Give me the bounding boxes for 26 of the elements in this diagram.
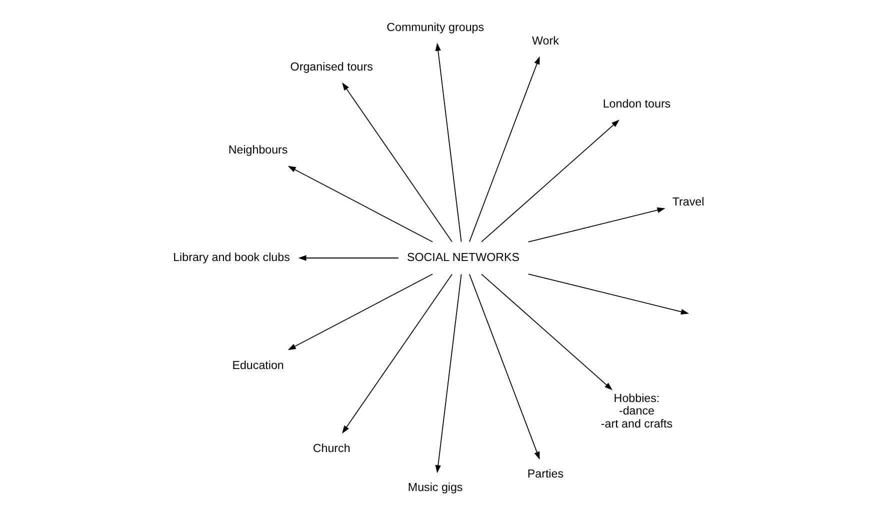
arrow	[469, 56, 540, 242]
arrow	[288, 166, 433, 242]
arrow	[469, 274, 540, 460]
arrow	[288, 274, 433, 350]
node-text: Church	[312, 442, 350, 455]
node-text: Organised tours	[290, 60, 373, 74]
arrow	[481, 274, 613, 390]
node-text: Music gigs	[408, 481, 463, 494]
node-text: Hobbies: -dance -art and crafts	[600, 392, 673, 430]
node-text: Travel	[672, 196, 704, 209]
arrow	[435, 274, 462, 474]
arrow	[528, 274, 689, 314]
node-text: London tours	[602, 97, 671, 110]
arrow	[342, 82, 452, 242]
node-text: Education	[232, 358, 284, 372]
arrow	[298, 255, 399, 261]
node-text: Community groups	[386, 20, 484, 34]
arrow	[342, 274, 452, 434]
node-text: Parties	[527, 468, 564, 481]
arrow	[435, 42, 462, 242]
node-text: Work	[532, 34, 559, 48]
node-text: Library and book clubs	[173, 251, 290, 264]
arrow	[528, 207, 666, 242]
node-text: Neighbours	[228, 143, 288, 156]
arrow	[481, 120, 620, 242]
node-text: SOCIAL NETWORKS	[407, 251, 520, 264]
